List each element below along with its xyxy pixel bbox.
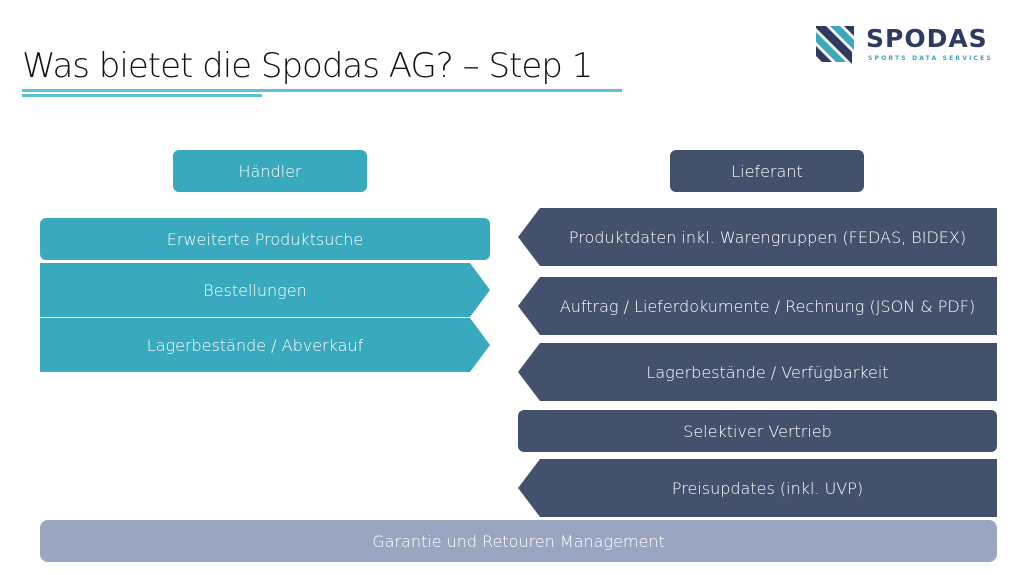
- lieferant-item-selektiver-vertrieb: Selektiver Vertrieb: [518, 410, 997, 452]
- lieferant-item-produktdaten: Produktdaten inkl. Warengruppen (FEDAS, …: [518, 208, 997, 266]
- lieferant-header: Lieferant: [670, 150, 864, 192]
- spodas-logo: SPODAS SPORTS DATA SERVICES: [814, 22, 994, 70]
- haendler-item-bestellungen: Bestellungen: [40, 263, 490, 317]
- logo-wordmark: SPODAS: [866, 24, 988, 53]
- slide-title: Was bietet die Spodas AG? – Step 1: [22, 46, 593, 86]
- shared-garantie-retouren: Garantie und Retouren Management: [40, 520, 997, 562]
- haendler-item-produktsuche: Erweiterte Produktsuche: [40, 218, 490, 260]
- haendler-item-lagerbestaende: Lagerbestände / Abverkauf: [40, 318, 490, 372]
- lieferant-item-auftrag: Auftrag / Lieferdokumente / Rechnung (JS…: [518, 277, 997, 335]
- title-underline-short: [22, 94, 262, 97]
- spodas-logo-icon: [816, 26, 854, 64]
- haendler-header: Händler: [173, 150, 367, 192]
- lieferant-item-lagerbestaende: Lagerbestände / Verfügbarkeit: [518, 343, 997, 401]
- title-underline: [22, 89, 622, 92]
- lieferant-item-preisupdates: Preisupdates (inkl. UVP): [518, 459, 997, 517]
- logo-tagline: SPORTS DATA SERVICES: [868, 55, 993, 62]
